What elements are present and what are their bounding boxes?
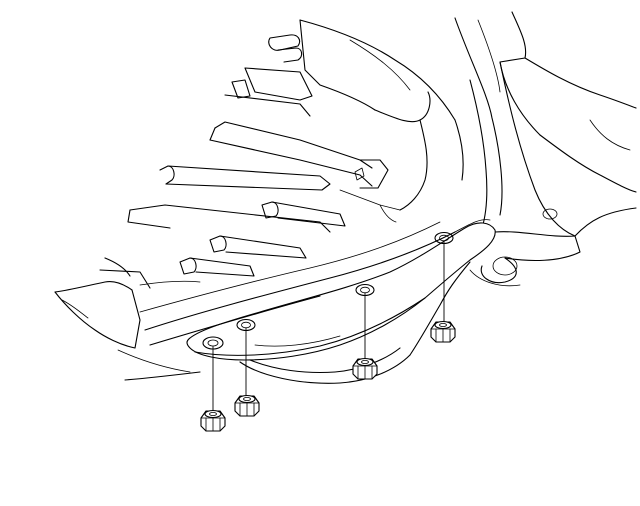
flange-nut-icon <box>430 320 456 343</box>
leader-lines <box>212 241 445 412</box>
transmission-case <box>54 19 464 381</box>
crossmember <box>139 219 496 384</box>
flange-nut-icon <box>234 394 260 417</box>
body-frame <box>454 11 637 287</box>
flange-nut-icon <box>200 409 226 432</box>
nuts <box>200 320 456 432</box>
flange-nut-icon <box>352 357 378 380</box>
